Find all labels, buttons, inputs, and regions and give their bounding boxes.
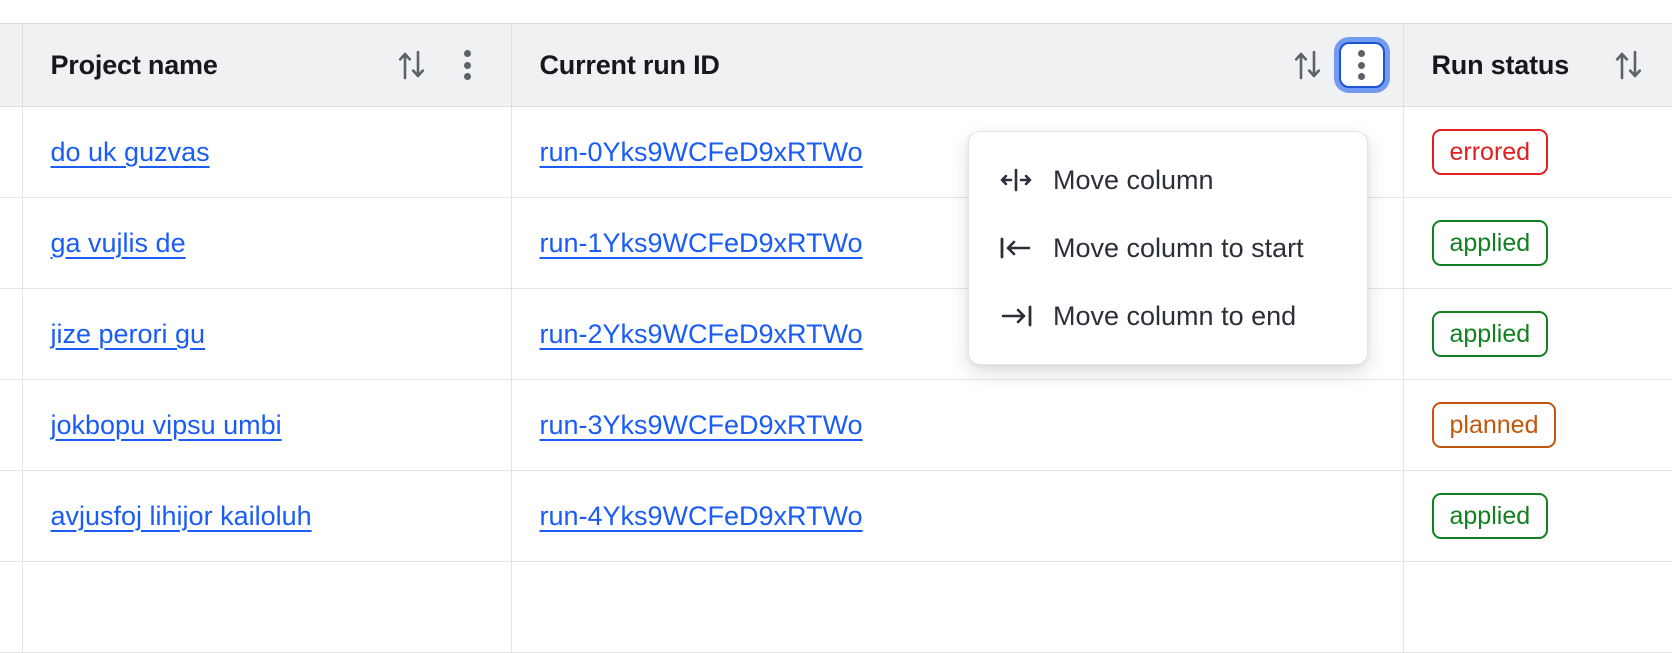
arrow-to-end-icon: [999, 304, 1045, 328]
menu-item-move-column-to-end[interactable]: Move column to end: [969, 282, 1367, 350]
menu-item-label: Move column to start: [1053, 232, 1304, 263]
header-row: Project name: [0, 23, 1672, 107]
sort-button-project-name[interactable]: [387, 40, 437, 90]
table-row: ga vujlis de run-1Yks9WCFeD9xRTWo applie…: [0, 197, 1672, 289]
kebab-menu-icon: [1358, 50, 1366, 80]
column-menu-button-current-run-id[interactable]: [1338, 42, 1385, 88]
status-badge: planned: [1431, 402, 1557, 448]
header-cell-current-run-id: Current run ID: [511, 23, 1404, 107]
projects-table: Project name: [0, 23, 1672, 653]
menu-item-label: Move column: [1053, 164, 1214, 195]
cell-project-name: jize perori gu: [22, 288, 512, 380]
table-row: jize perori gu run-2Yks9WCFeD9xRTWo appl…: [0, 288, 1672, 380]
cell-project-name: jokbopu vipsu umbi: [22, 379, 512, 471]
table-row: jokbopu vipsu umbi run-3Yks9WCFeD9xRTWo …: [0, 379, 1672, 471]
cell-project-name: do uk guzvas: [22, 106, 512, 198]
row-gutter-cell: [0, 470, 23, 562]
sort-ascending-descending-icon: [1294, 50, 1320, 80]
row-gutter-cell: [0, 106, 23, 198]
project-link[interactable]: jokbopu vipsu umbi: [50, 409, 282, 440]
table-row: avjusfoj lihijor kailoluh run-4Yks9WCFeD…: [0, 470, 1672, 562]
sort-button-run-status[interactable]: [1604, 40, 1654, 90]
header-label-run-status: Run status: [1431, 49, 1570, 80]
cell-run-status: applied: [1403, 288, 1672, 380]
cell-run-status: applied: [1403, 197, 1672, 289]
table-row: do uk guzvas run-0Yks9WCFeD9xRTWo errore…: [0, 106, 1672, 198]
cell-current-run-id: [511, 561, 1404, 653]
cell-run-status: errored: [1403, 106, 1672, 198]
column-context-menu: Move column Move column to start Move co…: [968, 131, 1368, 365]
arrow-to-start-icon: [999, 236, 1045, 260]
sort-button-current-run-id[interactable]: [1283, 40, 1333, 90]
run-id-link[interactable]: run-0Yks9WCFeD9xRTWo: [539, 136, 863, 167]
row-gutter-cell: [0, 197, 23, 289]
project-link[interactable]: avjusfoj lihijor kailoluh: [50, 500, 312, 531]
kebab-menu-icon: [464, 50, 472, 80]
cell-run-status: applied: [1403, 470, 1672, 562]
row-gutter-cell: [0, 379, 23, 471]
header-cell-project-name: Project name: [22, 23, 512, 107]
cell-run-status: [1403, 561, 1672, 653]
table-row-partial: [0, 561, 1672, 653]
run-id-link[interactable]: run-4Yks9WCFeD9xRTWo: [539, 500, 863, 531]
header-cell-run-status: Run status: [1403, 23, 1672, 107]
run-id-link[interactable]: run-1Yks9WCFeD9xRTWo: [539, 227, 863, 258]
cell-project-name: ga vujlis de: [22, 197, 512, 289]
sort-ascending-descending-icon: [398, 50, 424, 80]
header-gutter-cell: [0, 23, 23, 107]
status-badge: applied: [1431, 311, 1549, 357]
run-id-link[interactable]: run-2Yks9WCFeD9xRTWo: [539, 318, 863, 349]
status-badge: applied: [1431, 493, 1549, 539]
table-header: Project name: [0, 23, 1672, 107]
run-id-link[interactable]: run-3Yks9WCFeD9xRTWo: [539, 409, 863, 440]
cell-project-name: [22, 561, 512, 653]
row-gutter-cell: [0, 288, 23, 380]
table-body: do uk guzvas run-0Yks9WCFeD9xRTWo errore…: [0, 106, 1672, 653]
header-label-current-run-id: Current run ID: [539, 49, 720, 80]
project-link[interactable]: ga vujlis de: [50, 227, 186, 258]
project-link[interactable]: do uk guzvas: [50, 136, 210, 167]
cell-current-run-id: run-4Yks9WCFeD9xRTWo: [511, 470, 1404, 562]
cell-run-status: planned: [1403, 379, 1672, 471]
menu-item-label: Move column to end: [1053, 300, 1297, 331]
table-page: Project name: [0, 23, 1672, 653]
status-badge: applied: [1431, 220, 1549, 266]
menu-item-move-column[interactable]: Move column: [969, 146, 1367, 214]
status-badge: errored: [1431, 129, 1549, 175]
cell-project-name: avjusfoj lihijor kailoluh: [22, 470, 512, 562]
project-link[interactable]: jize perori gu: [50, 318, 206, 349]
move-column-horizontal-icon: [999, 168, 1045, 192]
column-menu-button-project-name[interactable]: [443, 40, 493, 90]
cell-current-run-id: run-3Yks9WCFeD9xRTWo: [511, 379, 1404, 471]
sort-ascending-descending-icon: [1615, 50, 1642, 80]
header-label-project-name: Project name: [50, 49, 218, 80]
row-gutter-cell: [0, 561, 23, 653]
menu-item-move-column-to-start[interactable]: Move column to start: [969, 214, 1367, 282]
